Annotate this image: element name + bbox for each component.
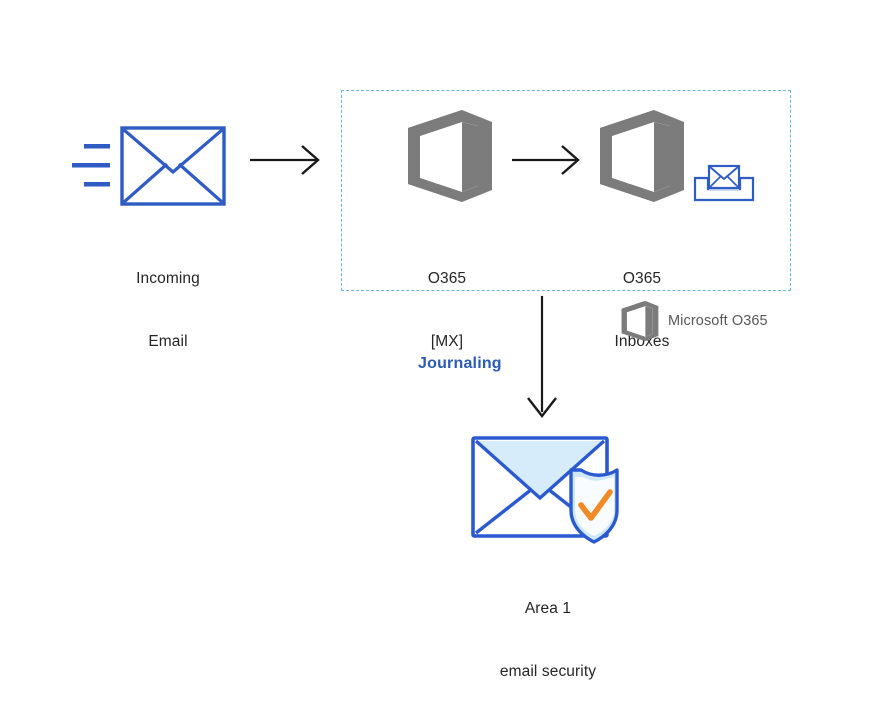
envelope-with-motion-lines-icon — [72, 126, 226, 206]
tray-envelope-fold-left — [709, 175, 722, 188]
office-logo-window — [626, 306, 646, 337]
node-o365-mx — [404, 108, 496, 204]
area1-envelope-flap-line — [474, 439, 606, 501]
tray-envelope-flap — [709, 166, 739, 181]
node-o365-inboxes — [596, 108, 688, 204]
label-o365-inboxes: O365 Inboxes — [614, 270, 670, 350]
office-logo-bottom-fold — [600, 178, 654, 202]
arrow-head — [301, 145, 320, 175]
office-logo-spine — [600, 128, 612, 184]
label-o365-mx: O365 [MX] — [427, 270, 467, 350]
arrow-head — [561, 145, 580, 175]
inbox-tray-envelope-icon — [693, 164, 755, 202]
motion-line-top — [84, 144, 110, 149]
diagram-canvas: Incoming Email O365 [MX] — [70, 90, 791, 680]
connector-mx-to-inboxes — [512, 140, 590, 180]
office-365-logo-icon — [600, 110, 684, 202]
office-logo-bottom-fold — [621, 330, 646, 342]
arrow-right-icon — [250, 145, 320, 175]
label-area1-security: Area 1 email security — [499, 600, 597, 680]
envelope-body — [120, 126, 226, 206]
office-365-logo-icon — [621, 300, 659, 342]
office-logo-window — [420, 122, 462, 192]
envelope-fold-right — [177, 162, 224, 204]
office-logo-top-fold — [600, 110, 654, 136]
arrow-down-icon — [527, 296, 557, 418]
envelope-with-shield-check-icon — [471, 436, 619, 544]
node-incoming-email — [70, 122, 230, 212]
legend-office-logo — [619, 300, 661, 342]
office-logo-top-fold — [408, 110, 462, 136]
connector-incoming-to-mx — [250, 140, 330, 180]
shield-inner-fill — [575, 477, 614, 536]
connector-inboxes-to-area1 — [520, 296, 564, 426]
arrow-head — [527, 397, 557, 418]
area1-envelope-fold-left — [474, 487, 534, 535]
legend-label: Microsoft O365 — [668, 313, 768, 329]
office-logo-right-face — [462, 110, 492, 202]
label-incoming-email: Incoming Email — [136, 270, 200, 350]
office-logo-right-face — [654, 110, 684, 202]
area1-envelope-flap-fill — [476, 441, 604, 498]
motion-line-middle — [72, 163, 110, 168]
journaling-label: Journaling — [418, 355, 502, 372]
o365-boundary-region — [341, 90, 791, 291]
office-logo-window — [612, 122, 654, 192]
office-logo-front-bar — [645, 306, 653, 337]
arrow-right-icon — [512, 145, 580, 175]
office-logo-bottom-fold — [408, 178, 462, 202]
check-icon — [578, 489, 613, 521]
office-logo-spine — [621, 308, 627, 334]
office-logo-front-bar — [654, 122, 670, 192]
tray-envelope-fold-right — [726, 175, 739, 188]
office-logo-right-face — [645, 300, 659, 342]
office-logo-top-fold — [621, 300, 646, 313]
office-365-logo-icon — [408, 110, 492, 202]
envelope-fold-left — [122, 162, 169, 204]
envelope-flap-line — [122, 128, 224, 175]
office-logo-spine — [408, 128, 420, 184]
motion-line-bottom — [84, 182, 110, 187]
node-area1-security — [468, 432, 634, 548]
office-logo-front-bar — [462, 122, 478, 192]
node-inbox-tray — [693, 162, 755, 204]
